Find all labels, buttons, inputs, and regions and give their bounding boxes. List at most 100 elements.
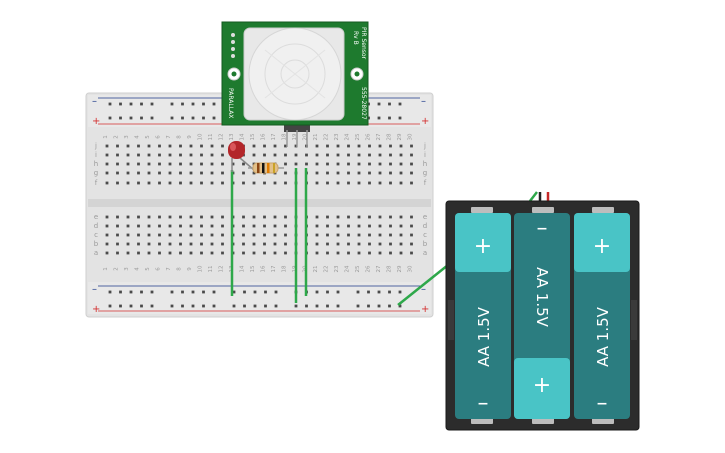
terminal-hole	[336, 233, 340, 237]
column-number-bottom: 7	[166, 267, 172, 271]
terminal-hole	[399, 233, 403, 237]
terminal-hole	[179, 242, 182, 246]
rail-hole	[388, 290, 391, 294]
column-number-top: 27	[376, 133, 382, 140]
terminal-hole	[410, 242, 413, 246]
rail-hole	[232, 290, 236, 294]
terminal-hole	[210, 242, 214, 246]
terminal-hole	[326, 251, 329, 255]
terminal-hole	[242, 251, 245, 255]
terminal-hole	[410, 162, 413, 166]
terminal-hole	[389, 215, 392, 219]
rail-hole	[356, 290, 360, 294]
terminal-hole	[221, 181, 224, 185]
terminal-hole	[168, 153, 172, 157]
pir-revision: Rv B	[352, 31, 359, 45]
terminal-hole	[158, 171, 161, 175]
column-number-top: 24	[345, 133, 351, 140]
rail-hole	[119, 116, 122, 120]
terminal-hole	[357, 224, 361, 228]
column-number-bottom: 3	[124, 267, 130, 271]
terminal-hole	[357, 251, 361, 255]
terminal-hole	[242, 162, 245, 166]
rail-minus-br: –	[421, 284, 426, 295]
column-number-top: 21	[313, 134, 319, 141]
terminal-hole	[126, 242, 130, 246]
terminal-hole	[210, 251, 214, 255]
terminal-hole	[399, 144, 403, 148]
terminal-hole	[315, 224, 319, 228]
column-number-bottom: 23	[334, 265, 340, 272]
terminal-hole	[357, 162, 361, 166]
terminal-hole	[399, 171, 403, 175]
terminal-hole	[126, 224, 130, 228]
row-letter-left: c	[94, 231, 98, 239]
column-number-top: 6	[156, 135, 162, 139]
resistor[interactable]	[248, 162, 284, 174]
terminal-hole	[189, 181, 193, 185]
terminal-hole	[399, 181, 403, 185]
terminal-hole	[210, 162, 214, 166]
terminal-hole	[368, 215, 371, 219]
terminal-hole	[357, 242, 361, 246]
terminal-hole	[263, 153, 266, 157]
terminal-hole	[105, 171, 109, 175]
rail-plus-br: +	[421, 304, 429, 315]
terminal-hole	[116, 224, 119, 228]
rail-hole	[170, 304, 174, 308]
terminal-hole	[399, 153, 403, 157]
terminal-hole	[116, 181, 119, 185]
terminal-hole	[189, 233, 193, 237]
rail-hole	[150, 304, 154, 308]
column-number-top: 26	[366, 133, 372, 140]
column-number-top: 20	[303, 133, 309, 140]
terminal-hole	[305, 162, 308, 166]
jumper-wire-battery-plus[interactable]	[397, 264, 449, 306]
battery-lead-green[interactable]	[529, 191, 538, 202]
rail-hole	[170, 102, 174, 106]
terminal-hole	[221, 162, 224, 166]
jumper-wires[interactable]	[230, 168, 550, 306]
cell-3-bottom-sign: –	[597, 391, 608, 416]
terminal-hole	[284, 215, 287, 219]
led[interactable]	[228, 141, 255, 172]
terminal-hole	[137, 181, 140, 185]
terminal-hole	[137, 224, 140, 228]
pir-sensor[interactable]: PARALLAX PIR Sensor Rv B 555-28027	[221, 21, 369, 126]
row-letter-left: j	[94, 142, 97, 150]
terminal-hole	[137, 153, 140, 157]
rail-hole	[388, 116, 391, 120]
row-letter-right: e	[423, 213, 427, 221]
terminal-hole	[210, 233, 214, 237]
terminal-hole	[378, 233, 382, 237]
terminal-hole	[179, 224, 182, 228]
terminal-hole	[389, 233, 392, 237]
row-letter-right: d	[423, 222, 427, 230]
terminal-hole	[389, 242, 392, 246]
pir-title: PIR Sensor	[360, 27, 367, 60]
row-letter-left: d	[94, 222, 98, 230]
rail-hole	[150, 102, 154, 106]
terminal-hole	[210, 181, 214, 185]
row-letter-left: b	[94, 240, 99, 248]
terminal-hole	[252, 224, 256, 228]
terminal-hole	[357, 144, 361, 148]
rail-hole	[129, 102, 133, 106]
terminal-hole	[168, 233, 172, 237]
rail-hole	[232, 304, 236, 308]
rail-hole	[108, 290, 112, 294]
battery-cell-2: – AA 1.5V +	[514, 213, 570, 419]
column-number-bottom: 5	[145, 267, 151, 271]
terminal-hole	[336, 144, 340, 148]
terminal-hole	[126, 162, 130, 166]
terminal-hole	[357, 181, 361, 185]
column-number-bottom: 28	[387, 265, 393, 272]
battery-holder[interactable]: + AA 1.5V – – AA 1.5V + + AA 1.5V –	[445, 200, 640, 431]
column-number-top: 16	[261, 133, 267, 140]
rail-hole	[170, 290, 174, 294]
rail-hole	[181, 102, 184, 106]
rail-hole	[170, 116, 174, 120]
rail-hole	[108, 304, 112, 308]
terminal-hole	[368, 153, 371, 157]
terminal-hole	[147, 233, 151, 237]
